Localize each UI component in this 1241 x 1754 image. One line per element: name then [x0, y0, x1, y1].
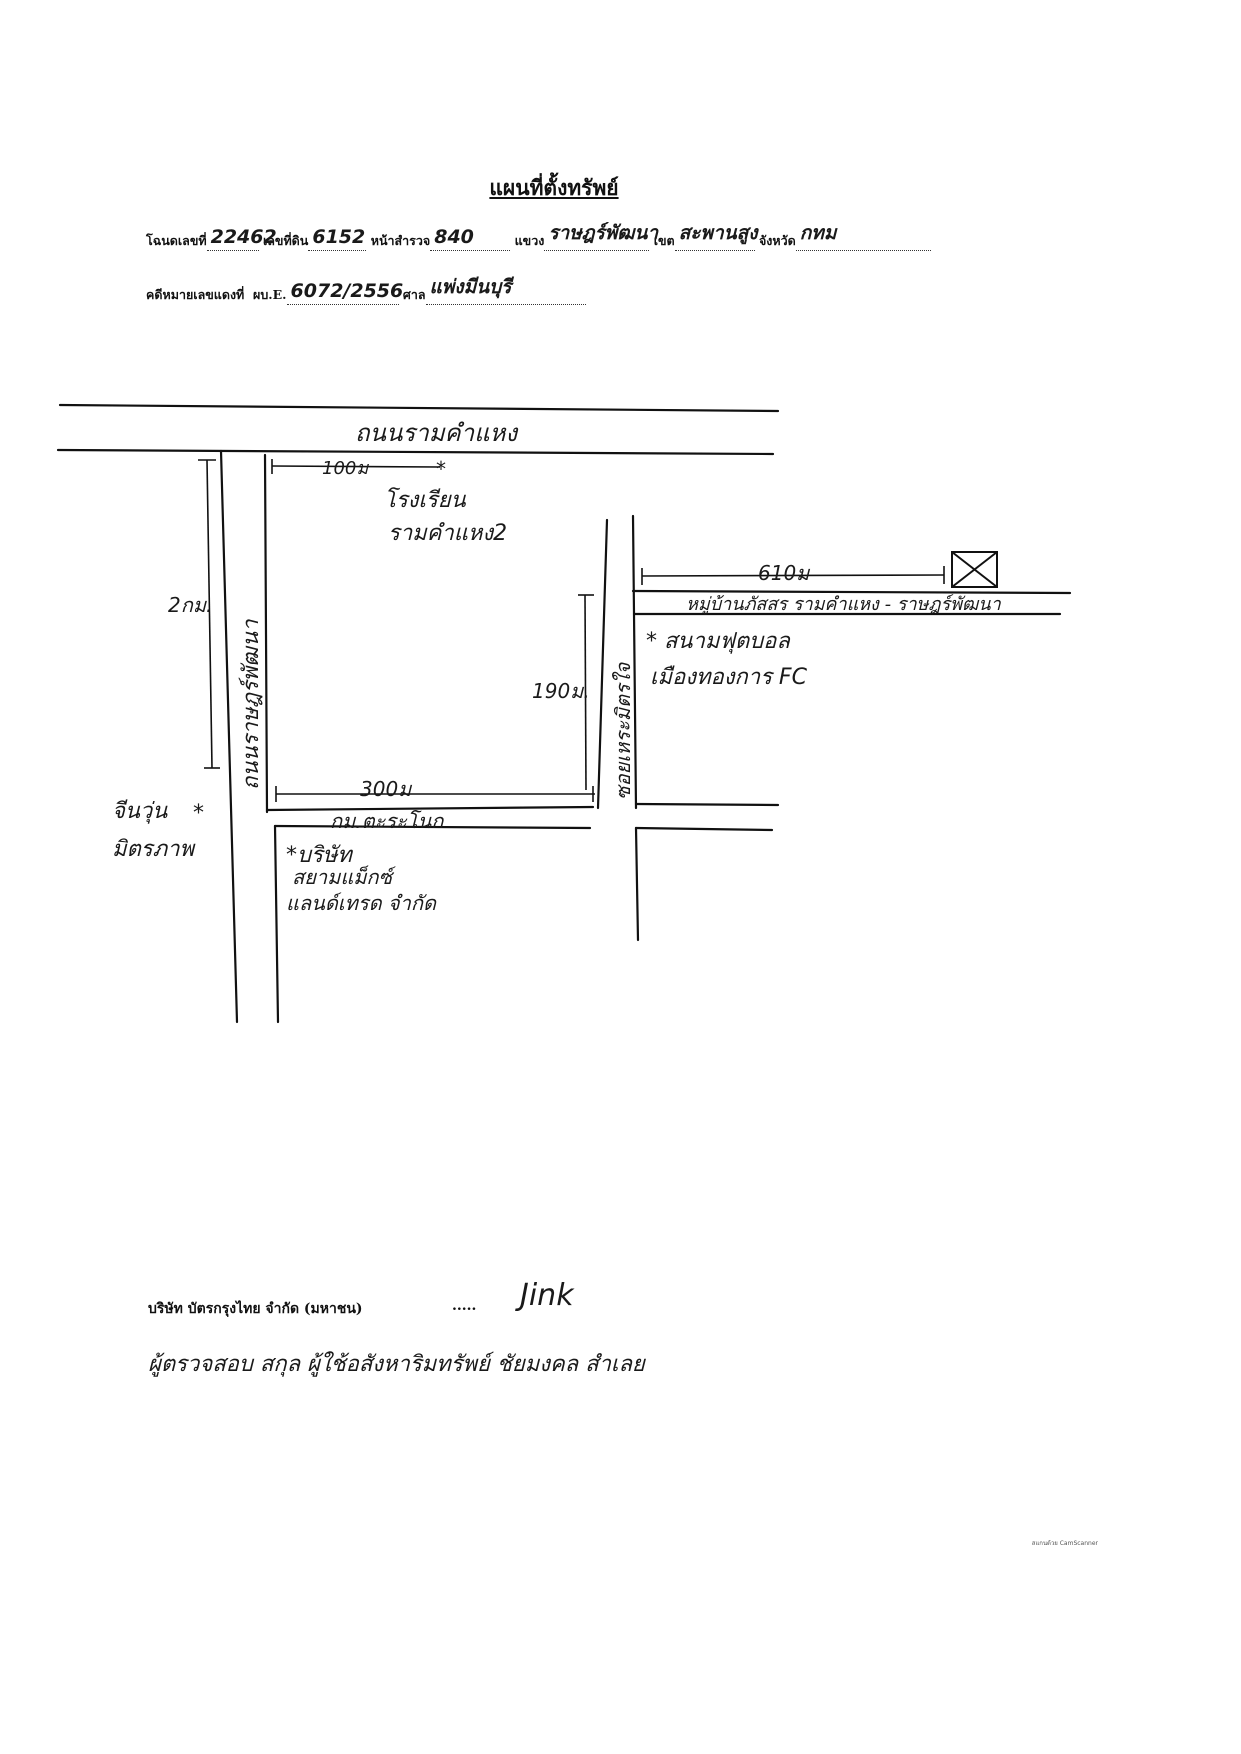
district-value: สะพานสูง: [678, 222, 758, 244]
football-label-2: เมืองทองการ FC: [650, 665, 808, 690]
footer-dots: .....: [452, 1298, 477, 1314]
case-prefix: ผบ.E.: [253, 287, 287, 302]
left-distance-label: 2กม.: [168, 593, 212, 617]
footer-name: ผู้ตรวจสอบ สกุล ผู้ใช้อสังหาริมทรัพย์ ชั…: [148, 1352, 645, 1377]
subdistrict-value: ราษฎร์พัฒนา: [548, 222, 659, 244]
soi-distance-label: 190ม.: [532, 679, 590, 703]
middle-distance-label: 300ม: [360, 777, 413, 801]
district-label: เขต: [653, 233, 675, 248]
left-landmark-marker: *: [193, 801, 204, 826]
document-title: แผนที่ตั้งทรัพย์: [489, 175, 619, 200]
case-label: คดีหมายเลขแดงที่: [146, 287, 245, 302]
deed-no-field: 22462: [206, 226, 277, 251]
deed-no-value: 22462: [210, 226, 277, 248]
case-field: 6072/2556: [286, 280, 403, 305]
case-value: 6072/2556: [290, 280, 404, 302]
company-label-3: แลนด์เทรด จำกัด: [286, 891, 437, 915]
property-marker-icon: [951, 551, 998, 588]
top-road-south-edge: [56, 448, 775, 456]
school-label-2: รามคำแหง2: [388, 521, 507, 546]
left-distance-line: [206, 459, 213, 769]
soi-west-edge: [596, 518, 609, 810]
village-distance-label: 610ม: [758, 561, 811, 585]
left-landmark-label-1: จีนวุ่น: [112, 799, 168, 824]
case-info-row: คดีหมายเลขแดงที่ ผบ.E.6072/2556 ศาลแพ่งม…: [146, 276, 586, 305]
middle-road-south-edge: [273, 824, 592, 830]
survey-page-label: หน้าสำรวจ: [370, 233, 431, 248]
top-distance-label: 100ม: [322, 458, 369, 479]
deed-no-label: โฉนดเลขที่: [146, 233, 207, 248]
top-road-label: ถนนรามคำแหง: [355, 419, 519, 447]
survey-page-field: 840: [430, 226, 511, 251]
court-label: ศาล: [402, 287, 426, 302]
scanner-watermark: สแกนด้วย CamScanner: [1031, 1540, 1098, 1547]
village-road-north-edge: [631, 589, 1072, 595]
soi-label: ซอยเหระมิตรใจ: [611, 662, 635, 800]
court-value: แพ่งมีนบุรี: [429, 276, 512, 298]
district-field: สะพานสูง: [674, 222, 757, 251]
top-distance-arrow: [271, 465, 441, 468]
soi-east-edge-lower: [634, 826, 640, 942]
village-distance-arrow: [641, 574, 945, 577]
land-no-label: เลขที่ดิน: [262, 233, 309, 248]
soi-east-edge-upper: [631, 514, 638, 810]
signature: Jink: [520, 1278, 574, 1313]
middle-road-label: กม.ตะระโนก: [330, 809, 444, 833]
company-label-2: สยามแม็กซ์: [292, 865, 396, 889]
left-road-west-edge: [219, 449, 239, 1024]
village-road-label: หมู่บ้านภัสสร รามคำแหง - ราษฎร์พัฒนา: [686, 594, 1002, 615]
province-field: กทม: [795, 222, 931, 251]
left-landmark-label-2: มิตรภาพ: [112, 837, 196, 862]
school-label-1: โรงเรียน: [384, 487, 467, 513]
school-marker: *: [436, 457, 446, 481]
province-label: จังหวัด: [758, 233, 796, 248]
middle-road-north-edge: [265, 805, 595, 812]
left-road-label: ถนนราษฎร์พัฒนา: [238, 619, 264, 790]
footer-company: บริษัท บัตรกรุงไทย จำกัด (มหาชน): [148, 1301, 363, 1317]
land-no-field: 6152: [308, 226, 367, 251]
survey-page-value: 840: [434, 226, 474, 248]
football-label-1: * สนามฟุตบอล: [646, 629, 791, 654]
left-road-east-edge-upper: [263, 453, 269, 814]
company-label-1: *บริษัท: [286, 843, 353, 868]
province-value: กทม: [799, 222, 837, 244]
location-map: ถนนรามคำแหง 100ม * โรงเรียน รามคำแหง2 ถน…: [56, 403, 1072, 1024]
left-road-east-edge-lower: [273, 824, 280, 1024]
court-field: แพ่งมีนบุรี: [425, 276, 586, 305]
soi-distance-line: [584, 594, 587, 791]
middle-road-north-edge-east: [634, 802, 780, 807]
land-no-value: 6152: [312, 226, 366, 248]
middle-road-south-edge-east: [634, 826, 774, 832]
subdistrict-label: แขวง: [514, 233, 545, 248]
top-road-north-edge: [58, 403, 780, 413]
subdistrict-field: ราษฎร์พัฒนา: [544, 222, 658, 251]
